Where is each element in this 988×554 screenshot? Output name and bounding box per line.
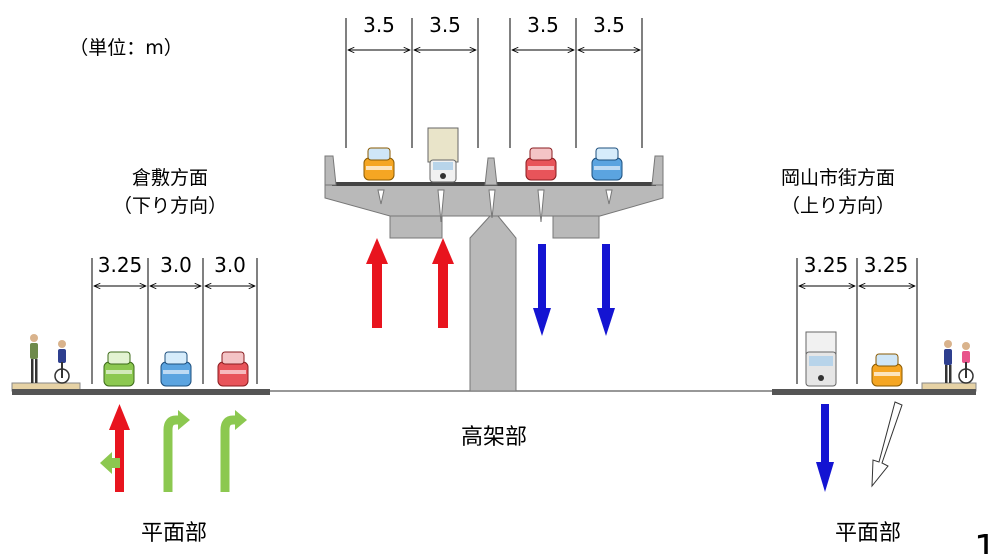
car-icon xyxy=(217,351,249,387)
elevated-section-label: 高架部 xyxy=(461,425,527,450)
arrow-up-icon xyxy=(432,238,454,328)
right-section-label: 平面部 xyxy=(835,521,901,546)
arrow-down-icon xyxy=(816,404,834,492)
parapet-right xyxy=(651,155,664,186)
right-lane-width-2: 3.25 xyxy=(864,253,909,277)
deck-notch xyxy=(605,189,613,205)
cyclist-icon xyxy=(54,340,70,384)
truck-icon xyxy=(805,331,837,387)
arrow-left-turn-icon xyxy=(100,452,120,474)
left-section-label: 平面部 xyxy=(141,521,207,546)
pier xyxy=(469,215,517,392)
right-dimensions xyxy=(796,258,918,384)
arrow-down-icon xyxy=(533,244,551,336)
right-lane-width-1: 3.25 xyxy=(804,253,849,277)
left-lane-width-2: 3.0 xyxy=(160,253,192,277)
pedestrian-icon xyxy=(944,340,952,383)
left-dimensions xyxy=(91,258,258,384)
arrow-up-icon xyxy=(109,404,130,492)
truck-icon xyxy=(427,127,459,183)
elevated-lane-width-2: 3.5 xyxy=(429,13,461,37)
road-surface-right xyxy=(772,389,976,395)
arrow-down-icon xyxy=(597,244,615,336)
arrow-down-diagonal-outline-icon xyxy=(871,401,903,488)
car-icon xyxy=(363,147,395,181)
parapet-left xyxy=(324,155,337,186)
cyclist-icon xyxy=(958,342,974,384)
page-number: 1 xyxy=(974,528,988,554)
deck-notch xyxy=(488,189,496,219)
elevated-lane-width-1: 3.5 xyxy=(363,13,395,37)
median-barrier xyxy=(484,157,498,186)
car-icon xyxy=(525,147,557,181)
elevated-structure xyxy=(324,155,664,392)
left-direction-label: 倉敷方面 xyxy=(132,167,208,189)
road-surface-left xyxy=(12,389,270,395)
arrow-right-turn-icon xyxy=(220,410,247,492)
right-direction-sub-label: （上り方向） xyxy=(781,195,895,217)
car-icon xyxy=(160,351,192,387)
elevated-lane-width-4: 3.5 xyxy=(593,13,625,37)
left-lane-width-1: 3.25 xyxy=(98,253,143,277)
elevated-lane-width-3: 3.5 xyxy=(527,13,559,37)
car-icon xyxy=(871,353,903,387)
car-icon xyxy=(591,147,623,181)
left-lane-width-3: 3.0 xyxy=(214,253,246,277)
deck-notch xyxy=(377,189,385,205)
right-direction-label: 岡山市街方面 xyxy=(781,167,895,189)
deck-notch xyxy=(437,189,445,223)
elevated-dimensions xyxy=(345,18,643,148)
unit-note: （単位：m） xyxy=(69,37,183,59)
car-icon xyxy=(103,351,135,387)
deck-notch xyxy=(537,189,545,223)
left-direction-sub-label: （下り方向） xyxy=(113,195,227,217)
arrow-up-icon xyxy=(366,238,388,328)
arrow-right-turn-icon xyxy=(163,410,190,492)
pedestrian-icon xyxy=(30,334,38,383)
